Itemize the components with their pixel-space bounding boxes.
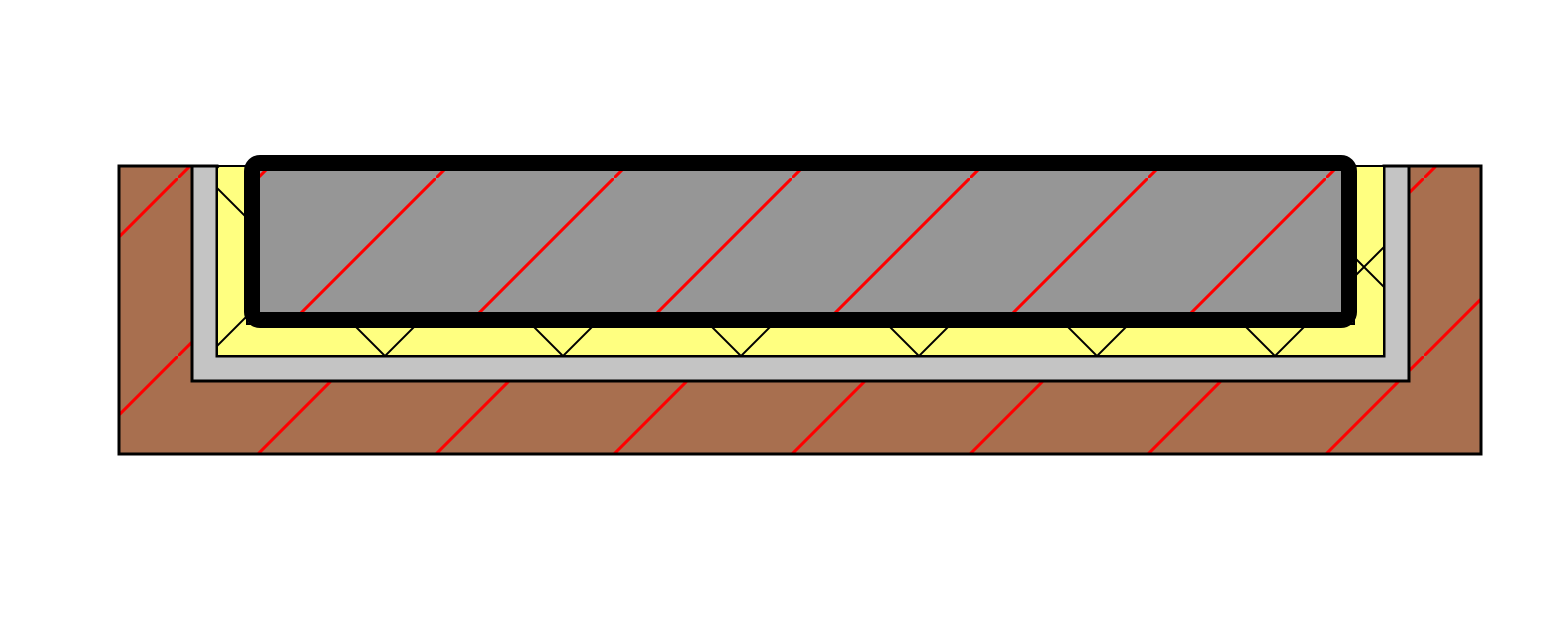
concrete-slab [244, 155, 1357, 328]
